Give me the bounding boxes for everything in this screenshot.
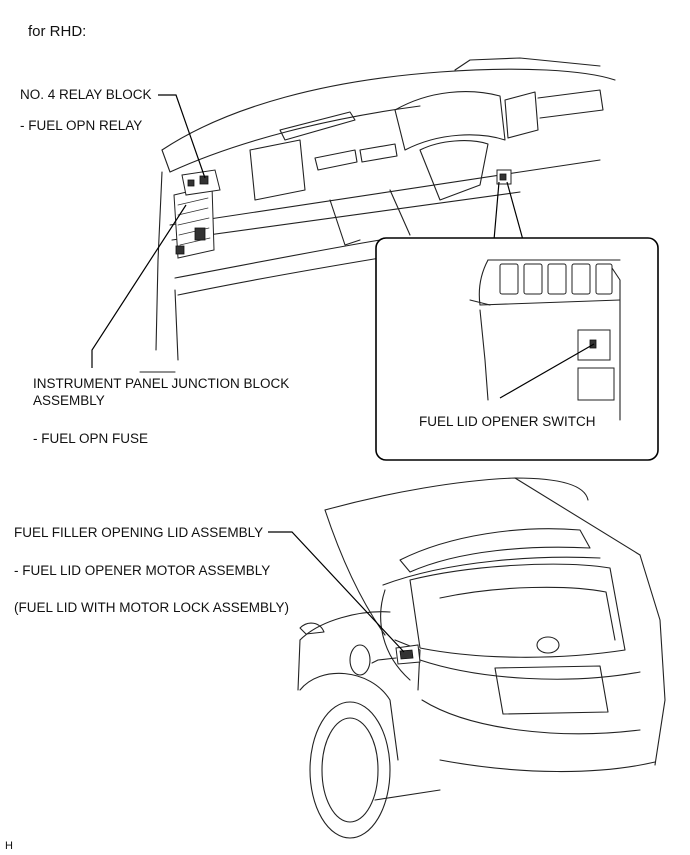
fuel-opn-fuse-label: - FUEL OPN FUSE xyxy=(33,431,149,446)
fuel-lid-opener-switch-label: FUEL LID OPENER SWITCH xyxy=(419,414,596,429)
dashboard-illustration xyxy=(139,57,616,373)
fuel-opn-relay-label: - FUEL OPN RELAY xyxy=(20,118,143,133)
switch-inset xyxy=(375,181,659,461)
junction-block-label-line1: INSTRUMENT PANEL JUNCTION BLOCK xyxy=(33,376,290,391)
page-title: for RHD: xyxy=(28,23,87,40)
figure-code: H xyxy=(5,840,13,852)
junction-block-label-line2: ASSEMBLY xyxy=(33,393,105,408)
relay-leader-line xyxy=(158,94,206,179)
fuel-filler-lid-label: FUEL FILLER OPENING LID ASSEMBLY xyxy=(14,525,264,540)
car-rear-illustration xyxy=(268,477,666,839)
relay-block-label: NO. 4 RELAY BLOCK xyxy=(20,87,152,102)
junction-leader-line xyxy=(91,204,187,368)
motor-lock-label: (FUEL LID WITH MOTOR LOCK ASSEMBLY) xyxy=(14,600,290,615)
fuel-lid-motor-label: - FUEL LID OPENER MOTOR ASSEMBLY xyxy=(14,563,271,578)
